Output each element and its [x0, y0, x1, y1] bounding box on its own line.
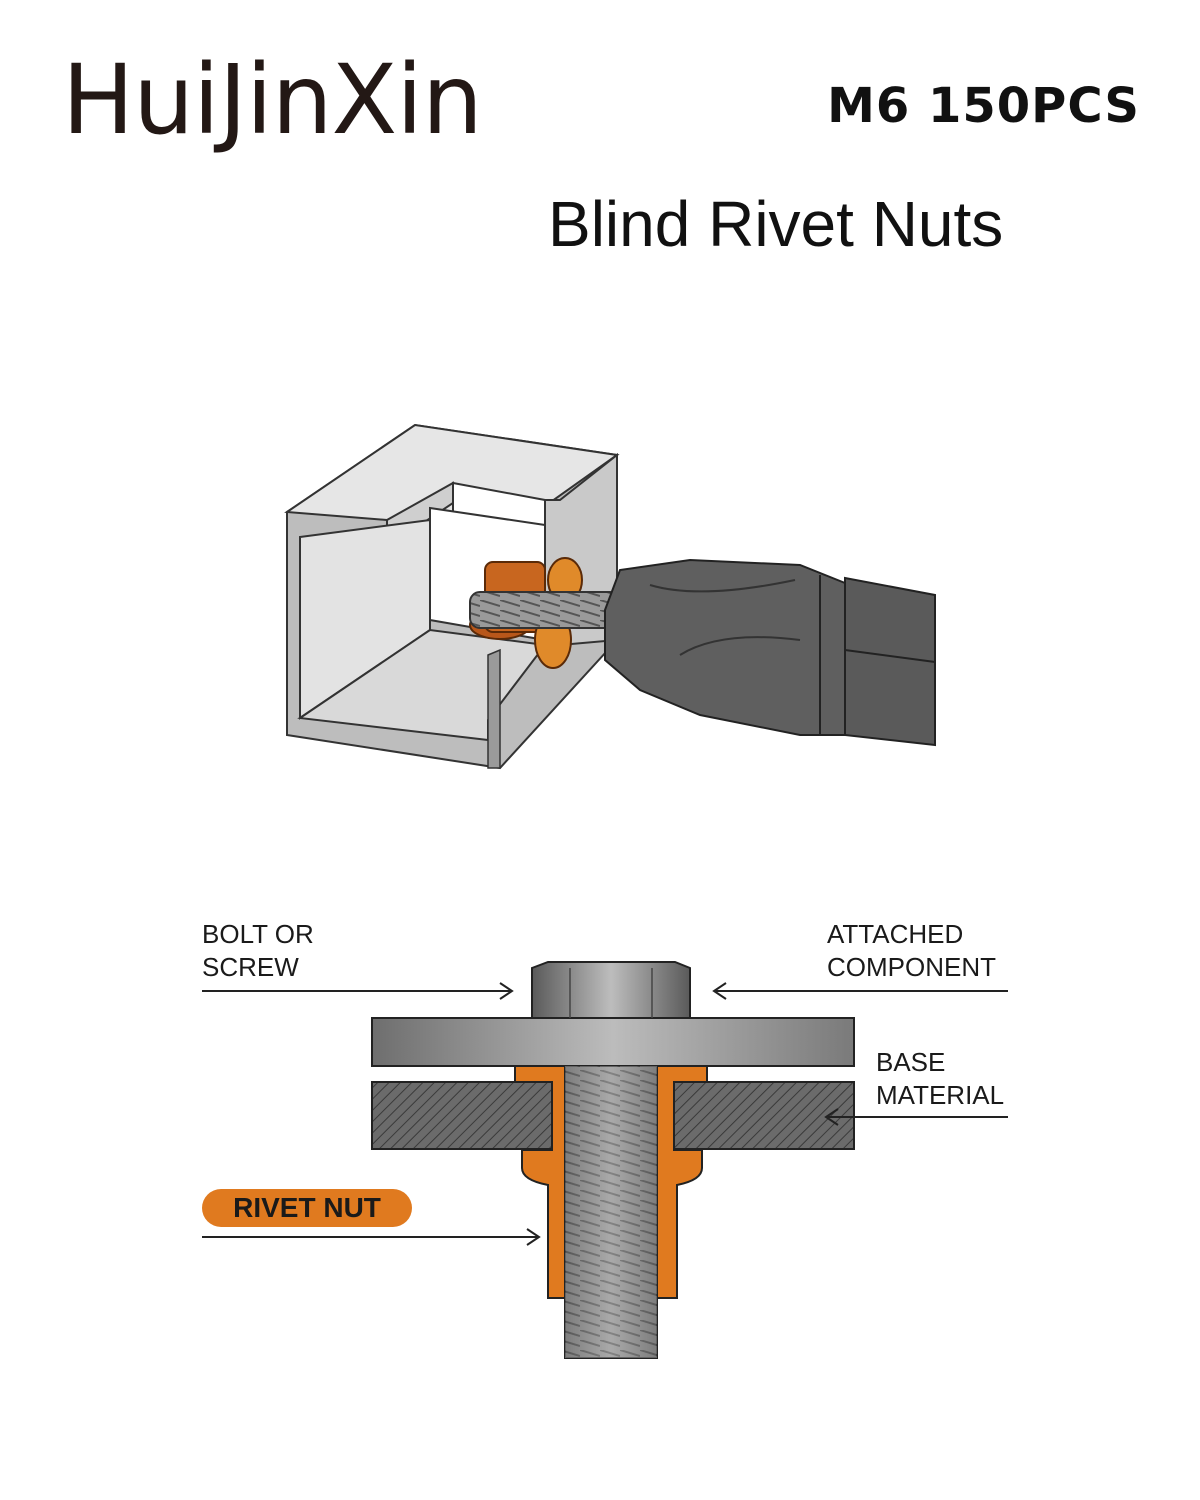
attached-label-line-2: COMPONENT — [827, 952, 996, 982]
pointer-arrows — [202, 982, 1008, 1246]
base-label-line-1: BASE — [876, 1047, 946, 1077]
attached-label-line-1: ATTACHED — [827, 919, 964, 949]
bolt-label-line-1: BOLT OR — [202, 919, 314, 949]
rivet-tool-nose — [604, 558, 936, 747]
base-material-label: BASE MATERIAL — [876, 1046, 1004, 1112]
attached-component-label: ATTACHED COMPONENT — [827, 918, 996, 984]
threaded-mandrel — [469, 591, 621, 629]
base-label-line-2: MATERIAL — [876, 1080, 1005, 1110]
bolt-label: BOLT OR SCREW — [202, 918, 314, 984]
product-title: Blind Rivet Nuts — [548, 188, 1004, 260]
rivet-nut-section — [514, 1065, 708, 1299]
rivet-nut-label: RIVET NUT — [202, 1189, 412, 1227]
base-material-plate — [371, 1081, 855, 1150]
attached-component-plate — [371, 1017, 855, 1067]
bolt — [531, 961, 691, 1359]
bolt-label-line-2: SCREW — [202, 952, 299, 982]
brand-logo: HuiJinXin — [62, 44, 483, 156]
spec-label: M6 150PCS — [827, 78, 1140, 134]
